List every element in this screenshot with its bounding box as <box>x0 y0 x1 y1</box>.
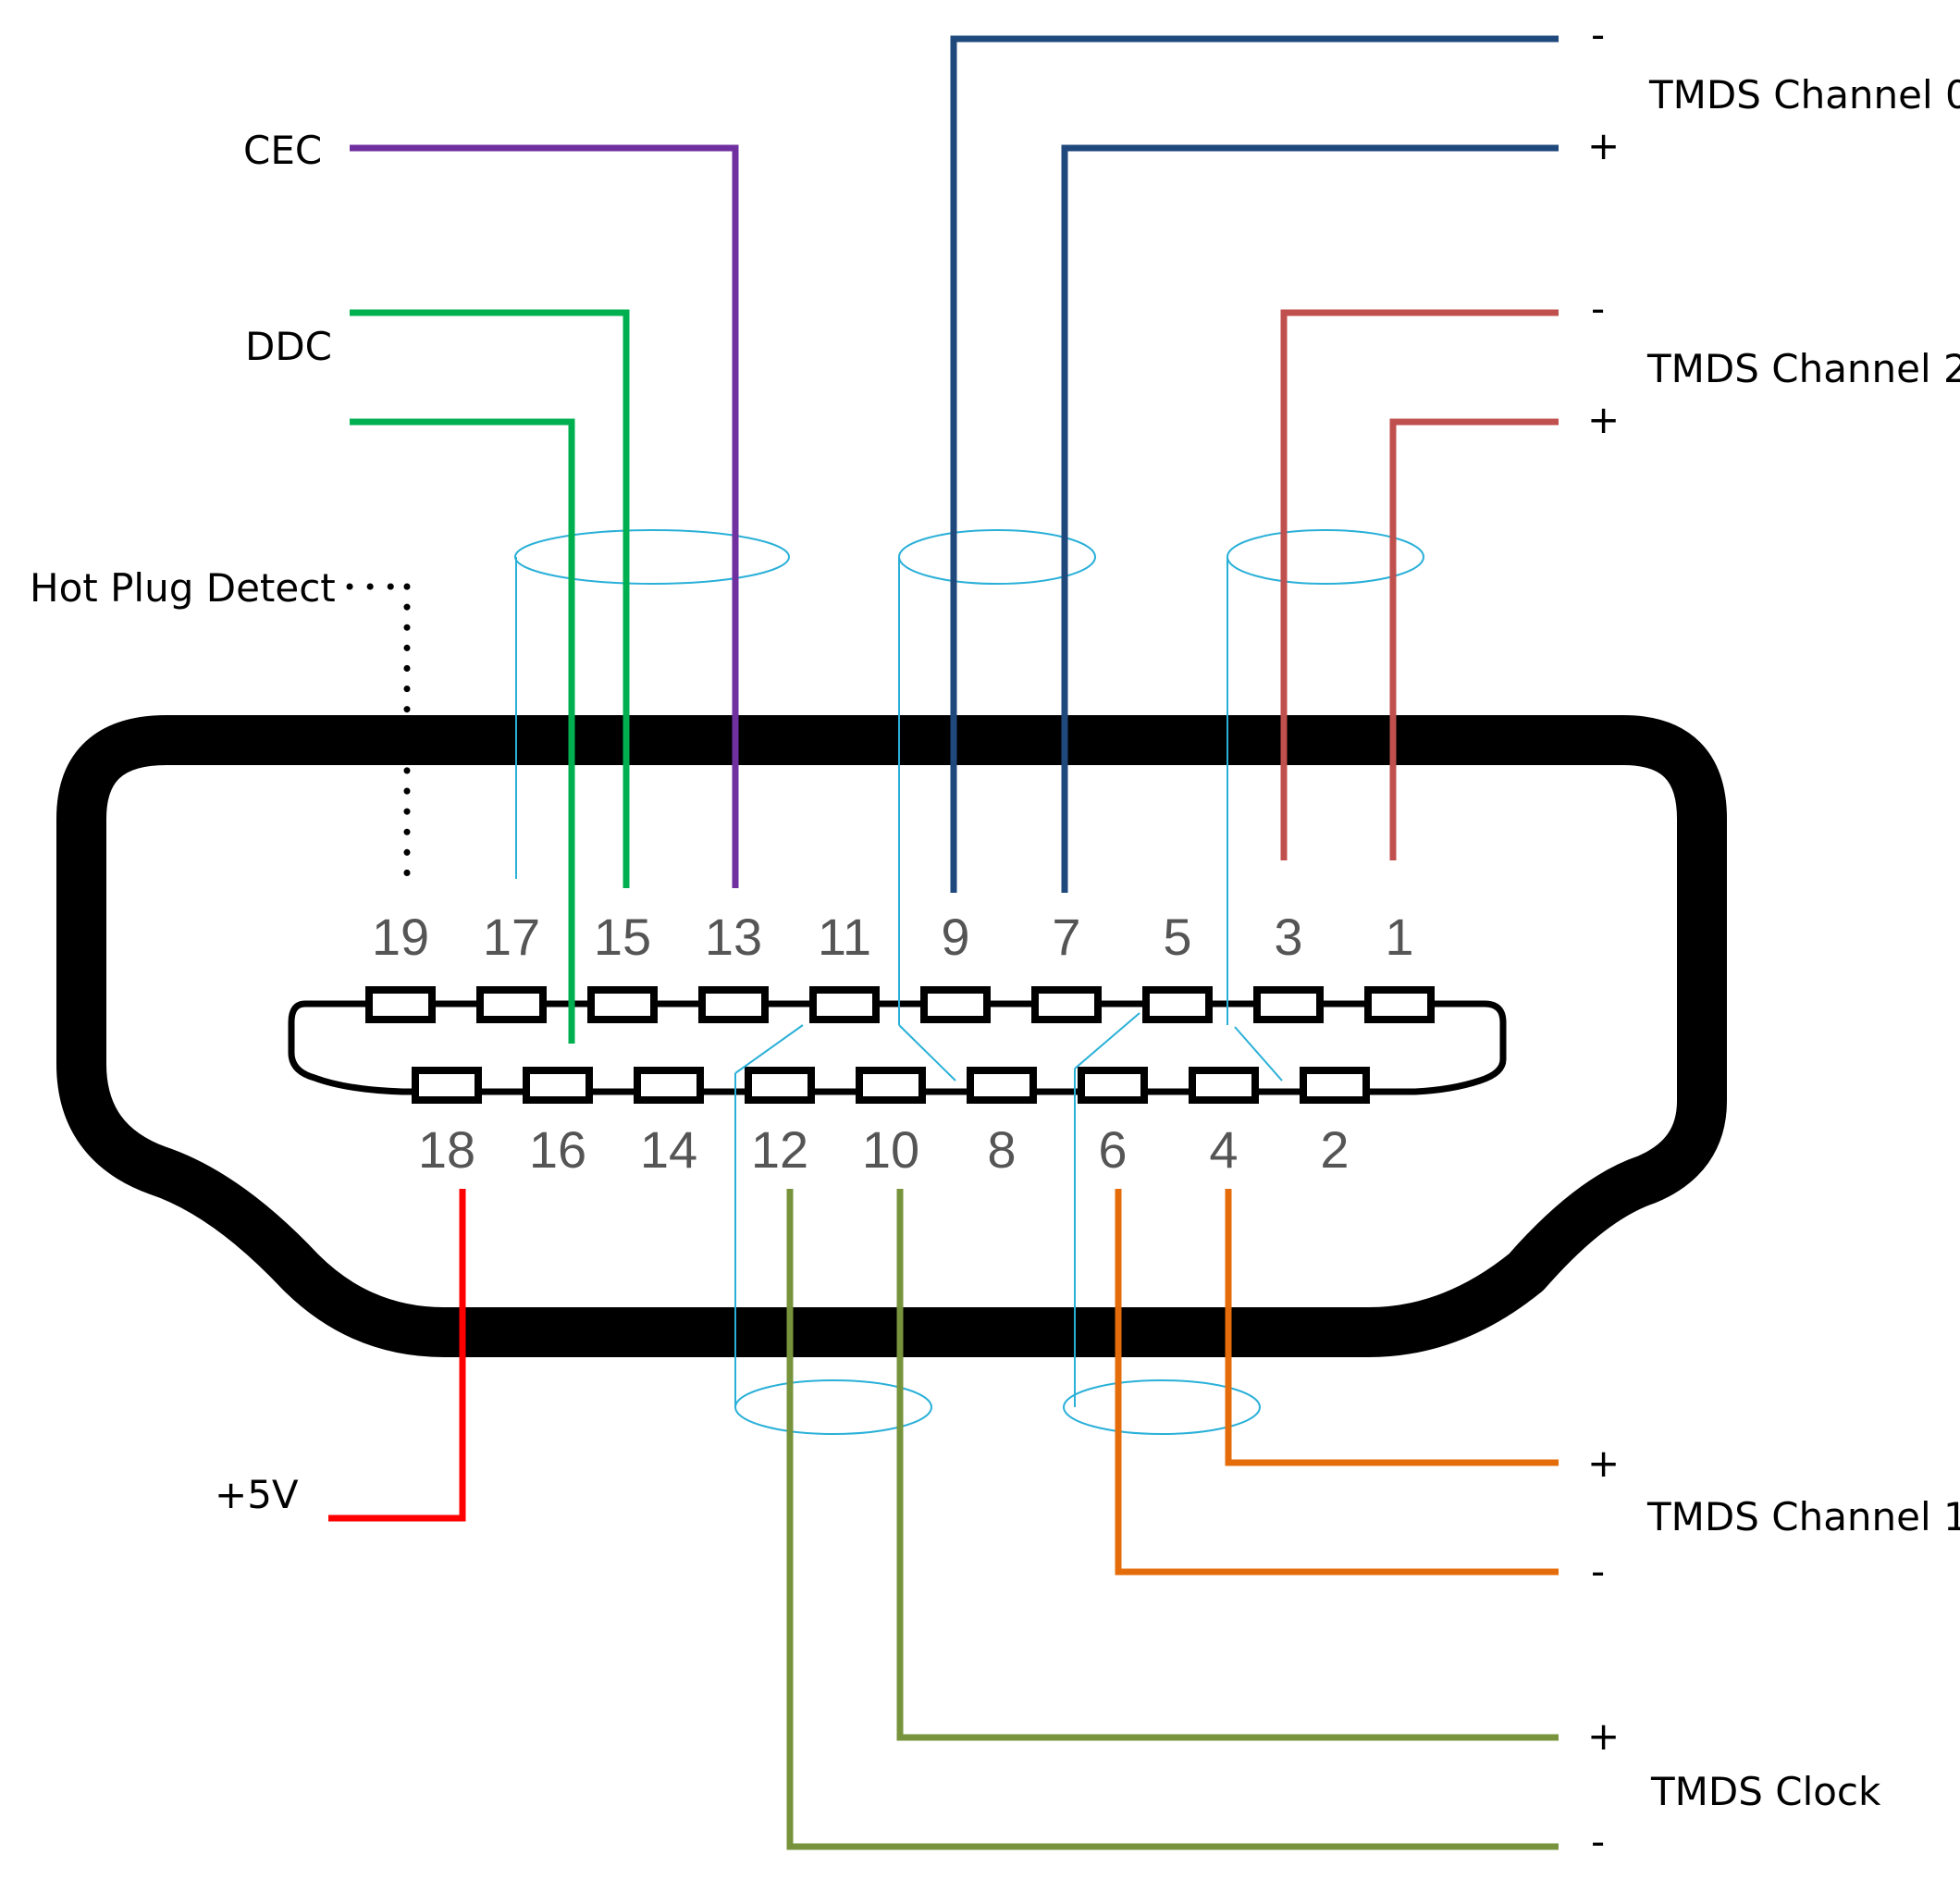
ch2-plus-sign: + <box>1587 397 1620 442</box>
pin-number-7: 7 <box>1052 908 1080 966</box>
tmds-ch0-minus-lead <box>950 35 1559 893</box>
pin-18 <box>412 1067 482 1104</box>
pin-9 <box>920 986 991 1023</box>
shield-tmds-channel-0 <box>898 529 1096 1082</box>
pin-number-2: 2 <box>1320 1120 1349 1179</box>
pin-7 <box>1031 986 1102 1023</box>
pin-number-5: 5 <box>1163 908 1191 966</box>
tmds-ch1-minus-lead <box>1115 1189 1559 1576</box>
shield-ddc <box>514 529 790 879</box>
cec-label: CEC <box>243 128 322 173</box>
signal-leads <box>328 35 1559 1850</box>
tmds-clock-label: TMDS Clock <box>1650 1769 1881 1814</box>
hot-plug-detect-lead <box>346 583 411 887</box>
tmds-channel-1-label: TMDS Channel 1 <box>1646 1494 1960 1539</box>
pin-number-12: 12 <box>751 1120 808 1179</box>
pin-number-19: 19 <box>372 908 429 966</box>
ddc-lead-pin15 <box>350 309 630 888</box>
tmds-ch1-plus-lead <box>1225 1189 1559 1466</box>
pin-19 <box>365 986 436 1023</box>
pin-6 <box>1078 1067 1148 1104</box>
pin-number-13: 13 <box>705 908 762 966</box>
shield-tmds-channel-1 <box>1063 1012 1261 1435</box>
shield-tmds-clock <box>734 1024 932 1435</box>
pin-number-18: 18 <box>418 1120 475 1179</box>
pin-number-8: 8 <box>987 1120 1016 1179</box>
pin-15 <box>587 986 658 1023</box>
clk-plus-sign: + <box>1587 1713 1620 1759</box>
pin-8 <box>967 1067 1037 1104</box>
cec-lead <box>350 144 739 888</box>
top-pin-row: 19 17 15 13 11 9 7 5 3 1 <box>365 908 1435 1023</box>
ch1-plus-sign: + <box>1587 1440 1620 1486</box>
tmds-channel-0-label: TMDS Channel 0 <box>1648 72 1960 117</box>
pin-number-1: 1 <box>1385 908 1413 966</box>
pin-number-4: 4 <box>1209 1120 1238 1179</box>
bottom-pin-row: 18 16 14 12 10 8 6 4 2 <box>412 1067 1370 1179</box>
pin-number-10: 10 <box>862 1120 919 1179</box>
pin-number-6: 6 <box>1098 1120 1127 1179</box>
pin-10 <box>856 1067 926 1104</box>
pin-11 <box>809 986 880 1023</box>
pin-14 <box>634 1067 704 1104</box>
ch2-minus-sign: - <box>1591 286 1605 331</box>
ddc-label: DDC <box>245 324 332 369</box>
pin-17 <box>476 986 547 1023</box>
tmds-ch2-plus-lead <box>1389 418 1559 860</box>
plus5v-lead <box>328 1189 466 1522</box>
pin-16 <box>523 1067 593 1104</box>
pin-4 <box>1189 1067 1259 1104</box>
pin-2 <box>1300 1067 1370 1104</box>
ch0-minus-sign: - <box>1591 12 1605 57</box>
tmds-clock-minus-lead <box>786 1189 1559 1850</box>
pin-number-15: 15 <box>594 908 651 966</box>
pin-1 <box>1364 986 1435 1023</box>
hot-plug-detect-label: Hot Plug Detect <box>30 565 336 611</box>
tmds-ch0-plus-lead <box>1061 144 1559 893</box>
pin-number-17: 17 <box>483 908 540 966</box>
ddc-lead-pin16 <box>350 418 575 1044</box>
tmds-ch2-minus-lead <box>1280 309 1559 860</box>
plus5v-label: +5V <box>215 1472 299 1517</box>
pin-number-3: 3 <box>1274 908 1302 966</box>
pin-number-14: 14 <box>640 1120 697 1179</box>
pin-number-11: 11 <box>818 908 871 966</box>
ch1-minus-sign: - <box>1591 1549 1605 1594</box>
ch0-plus-sign: + <box>1587 123 1620 168</box>
pin-number-16: 16 <box>529 1120 586 1179</box>
shield-tmds-channel-2 <box>1227 529 1424 1082</box>
pin-3 <box>1253 986 1324 1023</box>
pin-number-9: 9 <box>941 908 969 966</box>
tmds-channel-2-label: TMDS Channel 2 <box>1646 346 1960 391</box>
clk-minus-sign: - <box>1591 1819 1605 1864</box>
connector-outline <box>56 715 1727 1357</box>
pin-5 <box>1142 986 1213 1023</box>
pin-12 <box>745 1067 815 1104</box>
shield-lines <box>514 529 1424 1435</box>
pin-13 <box>698 986 769 1023</box>
tmds-clock-plus-lead <box>896 1189 1559 1741</box>
